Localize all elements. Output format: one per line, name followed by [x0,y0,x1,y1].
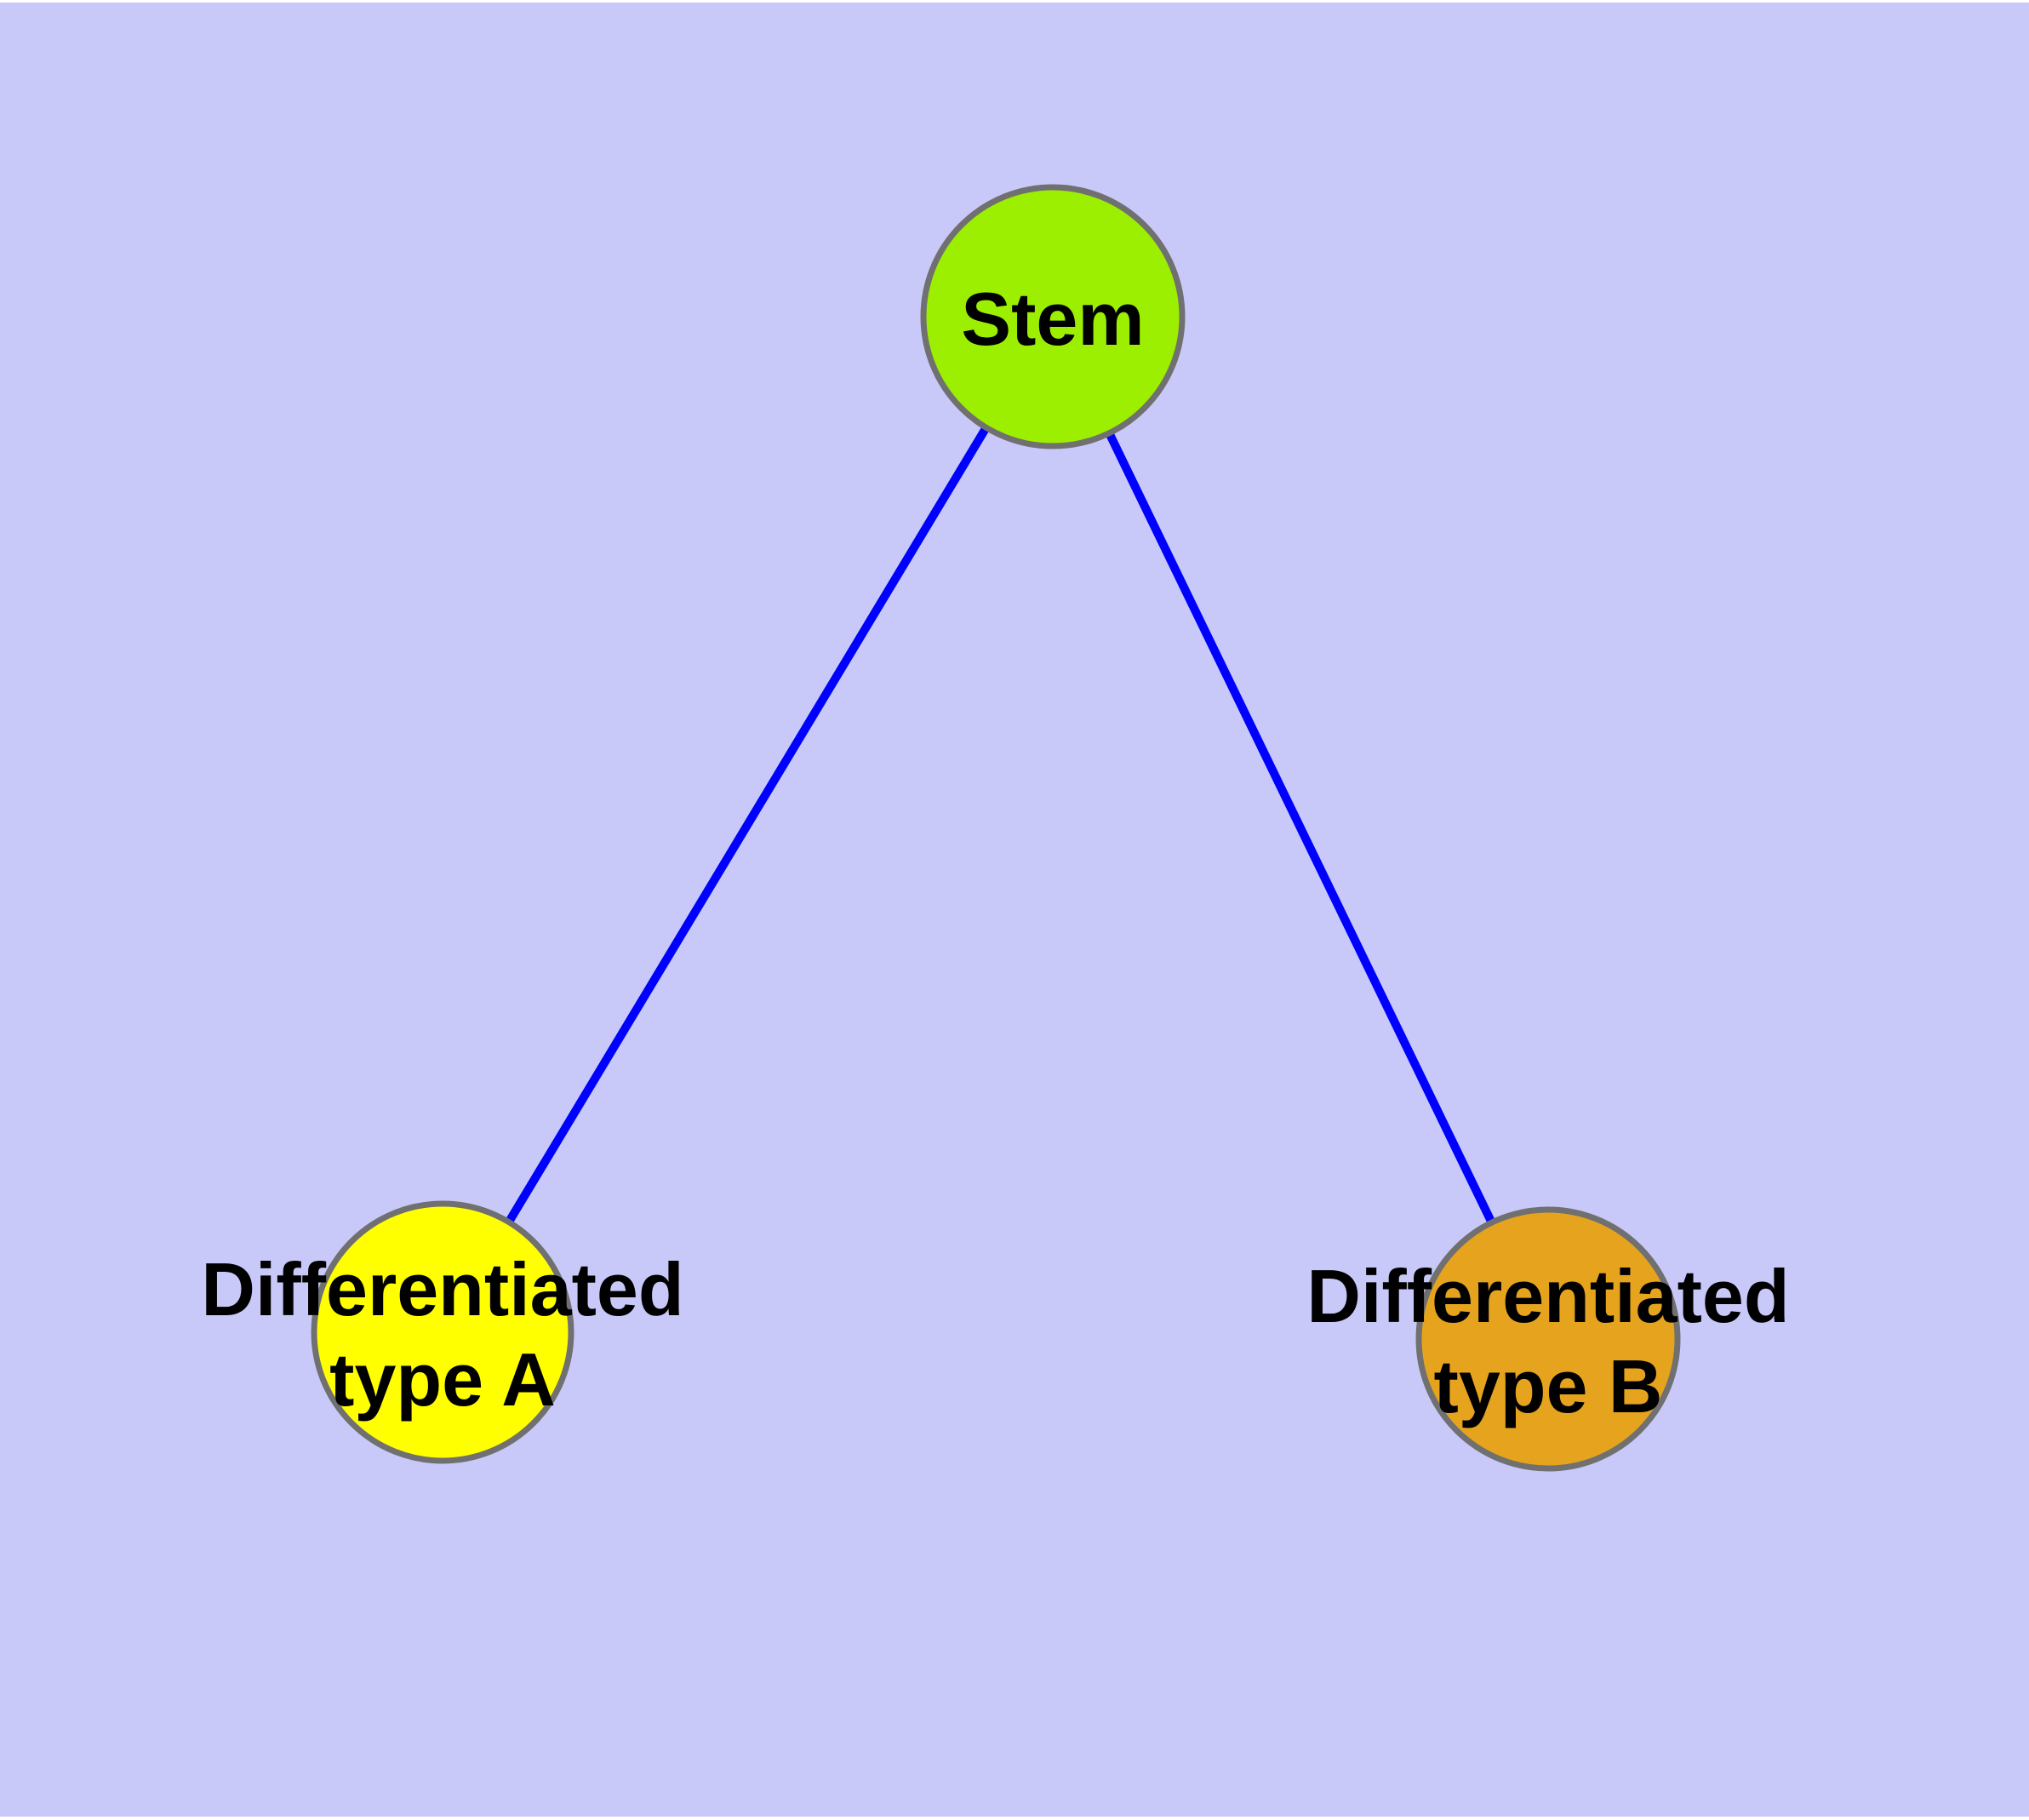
node-type-b-label-line: type B [1434,1344,1663,1428]
node-type-b-label-line: Differentiated [1306,1254,1789,1338]
node-type-a-label-line: Differentiated [201,1247,683,1331]
node-stem-label-line: Stem [961,277,1144,361]
node-type-a-label-line: type A [329,1337,556,1422]
node-stem: Stem [920,184,1186,449]
node-stem-circle [920,184,1186,449]
node-type-b-circle [1415,1206,1681,1472]
node-type-a-circle [311,1200,574,1464]
edge-stem-type-b [1049,314,1552,1342]
edge-stem-type-a [438,314,1057,1335]
